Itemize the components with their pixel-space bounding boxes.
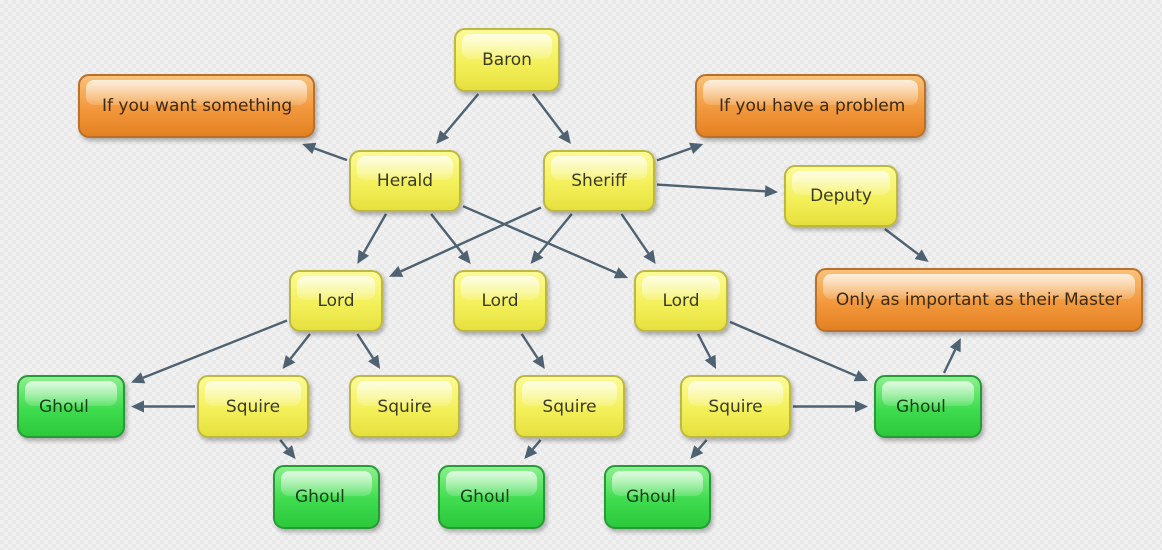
arrowhead-icon: [949, 338, 961, 353]
connector-line-sheriff-to-if_problem: [656, 147, 692, 162]
node-label: Sheriff: [571, 171, 627, 191]
arrowhead-icon: [855, 400, 868, 413]
node-lord[interactable]: Lord: [453, 270, 547, 332]
note-only-as-important-as-their-master[interactable]: Only as important as their Master: [815, 268, 1143, 332]
node-label: Baron: [482, 50, 532, 70]
arrowhead-icon: [613, 267, 628, 279]
arrowhead-icon: [457, 250, 471, 264]
connector-line-deputy-to-master: [884, 228, 919, 256]
node-squire[interactable]: Squire: [349, 375, 460, 438]
connector-line-sheriff-to-lord_2: [537, 213, 573, 255]
arrowhead-icon: [524, 445, 538, 459]
arrowhead-icon: [131, 400, 144, 413]
arrowhead-icon: [436, 130, 450, 144]
node-label: Lord: [317, 291, 355, 311]
node-lord[interactable]: Lord: [289, 270, 383, 332]
arrowhead-icon: [131, 372, 146, 384]
node-ghoul[interactable]: Ghoul: [273, 465, 380, 529]
node-label: Ghoul: [896, 396, 946, 417]
node-baron[interactable]: Baron: [454, 28, 560, 92]
node-squire[interactable]: Squire: [514, 375, 625, 438]
node-label: Ghoul: [626, 487, 676, 507]
connector-line-ghoul_2-to-master: [942, 349, 957, 374]
node-herald[interactable]: Herald: [349, 150, 461, 212]
node-squire[interactable]: Squire: [197, 375, 309, 438]
connector-line-lord_1-to-ghoul_1: [142, 319, 288, 379]
note-label: If you have a problem: [719, 96, 906, 116]
arrowhead-icon: [704, 354, 717, 369]
connector-line-squire_1-to-ghoul_3: [279, 439, 289, 450]
arrowhead-icon: [357, 249, 369, 264]
node-label: Squire: [542, 396, 597, 417]
arrowhead-icon: [282, 355, 296, 369]
node-label: Ghoul: [460, 487, 510, 507]
arrowhead-icon: [302, 142, 317, 154]
arrowhead-icon: [558, 130, 571, 144]
node-label: Squire: [708, 396, 763, 417]
node-label: Lord: [481, 291, 519, 311]
connector-line-lord_2-to-squire_3: [520, 333, 539, 359]
arrowhead-icon: [764, 185, 778, 198]
note-label: Only as important as their Master: [835, 290, 1123, 310]
arrowhead-icon: [643, 249, 656, 264]
node-label: Herald: [376, 171, 434, 191]
connector-line-herald-to-lord_2: [430, 213, 464, 255]
node-label: Squire: [225, 396, 281, 417]
connector-line-lord_1-to-squire_1: [289, 333, 311, 360]
connector-line-squire_4-to-ghoul_5: [697, 439, 708, 450]
connector-line-squire_3-to-ghoul_4: [531, 439, 542, 450]
connector-line-sheriff-to-deputy: [656, 183, 766, 193]
connector-line-lord_1-to-squire_2: [356, 333, 375, 359]
node-ghoul[interactable]: Ghoul: [604, 465, 711, 529]
note-if-you-want-something[interactable]: If you want something: [78, 74, 315, 138]
arrowhead-icon: [282, 445, 296, 459]
arrowhead-icon: [530, 250, 544, 264]
node-label: Ghoul: [39, 396, 89, 417]
node-squire[interactable]: Squire: [680, 375, 791, 438]
connector-line-herald-to-lord_1: [362, 213, 388, 254]
connector-line-baron-to-sheriff: [531, 93, 564, 135]
node-ghoul[interactable]: Ghoul: [438, 465, 545, 529]
node-deputy[interactable]: Deputy: [784, 165, 898, 227]
connector-line-baron-to-herald: [443, 93, 480, 135]
arrowhead-icon: [368, 354, 381, 369]
node-ghoul[interactable]: Ghoul: [17, 375, 125, 438]
arrowhead-icon: [690, 445, 704, 459]
connector-line-sheriff-to-lord_1: [400, 206, 542, 273]
arrowhead-icon: [532, 354, 545, 369]
node-label: Deputy: [810, 186, 872, 206]
arrowhead-icon: [389, 266, 404, 277]
note-if-you-have-a-problem[interactable]: If you have a problem: [695, 74, 926, 138]
note-label: If you want something: [102, 96, 293, 116]
connector-line-herald-to-if_want: [313, 147, 348, 162]
node-label: Lord: [662, 291, 700, 311]
arrowhead-icon: [914, 249, 929, 262]
node-label: Squire: [377, 396, 432, 417]
node-lord[interactable]: Lord: [634, 270, 728, 332]
arrowhead-icon: [689, 142, 704, 154]
connector-line-lord_3-to-squire_4: [696, 333, 712, 359]
connector-line-sheriff-to-lord_3: [620, 213, 650, 254]
node-sheriff[interactable]: Sheriff: [543, 150, 655, 212]
node-label: Ghoul: [295, 487, 345, 507]
arrowhead-icon: [853, 370, 868, 382]
connector-line-herald-to-lord_3: [462, 205, 617, 274]
node-ghoul[interactable]: Ghoul: [874, 375, 982, 438]
